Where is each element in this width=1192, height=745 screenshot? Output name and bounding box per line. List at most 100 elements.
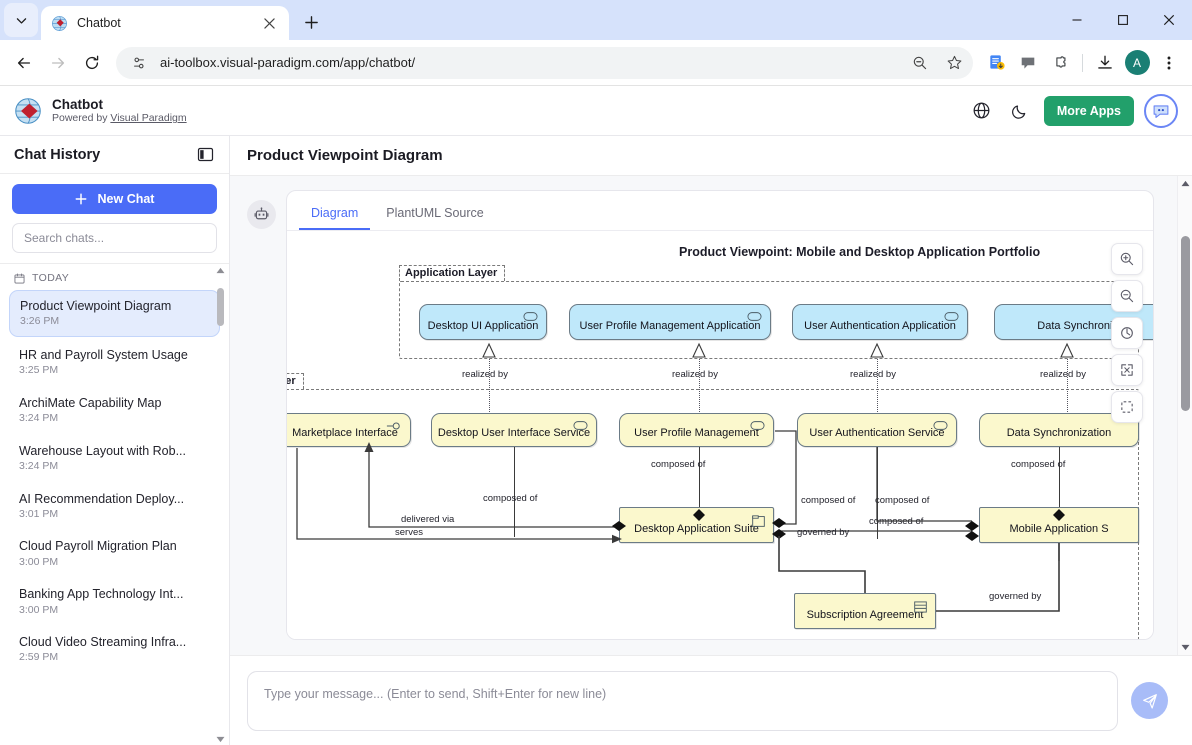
address-bar[interactable]: ai-toolbox.visual-paradigm.com/app/chatb… (116, 46, 973, 79)
new-chat-button[interactable]: New Chat (12, 184, 217, 214)
tab-close-icon[interactable] (260, 14, 279, 33)
chat-history-item[interactable]: Warehouse Layout with Rob...3:24 PM (9, 436, 220, 481)
app-node-user-authentication[interactable]: User Authentication Application (792, 304, 968, 340)
sidebar-actions: New Chat (0, 174, 229, 264)
forward-button[interactable] (42, 47, 74, 79)
send-button[interactable] (1131, 682, 1168, 719)
theme-toggle-button[interactable] (1006, 97, 1034, 125)
tab-search-button[interactable] (4, 3, 38, 37)
service-node-label: Marketplace Interface (292, 427, 398, 439)
edge-label-composed-of: composed of (801, 495, 856, 506)
chat-item-time: 3:26 PM (20, 315, 60, 328)
sidebar-scrollbar-thumb[interactable] (217, 288, 224, 326)
browser-tab-strip: Chatbot (0, 0, 1192, 40)
site-settings-icon[interactable] (126, 50, 152, 76)
maximize-icon (1118, 15, 1128, 25)
tab-plantuml-source[interactable]: PlantUML Source (386, 206, 484, 220)
scroll-down-arrow-icon[interactable] (1178, 640, 1192, 655)
chat-item-time: 3:24 PM (19, 459, 59, 472)
chat-bot-avatar-icon[interactable] (1144, 93, 1178, 128)
sidebar-scrollbar[interactable] (214, 264, 226, 745)
edge-label-composed-of: composed of (875, 495, 930, 506)
search-input[interactable] (12, 223, 217, 253)
moon-icon (1011, 104, 1026, 119)
chat-history-item[interactable]: Banking App Technology Int...3:00 PM (9, 579, 220, 624)
edge-label-composed-of: composed of (651, 459, 706, 470)
zoom-out-button[interactable] (1111, 280, 1143, 312)
service-badge-icon (573, 421, 588, 433)
scroll-up-arrow-icon[interactable] (1178, 176, 1192, 191)
realization-line (877, 359, 878, 412)
window-close-button[interactable] (1146, 0, 1192, 40)
reset-zoom-button[interactable] (1111, 317, 1143, 349)
browser-tab[interactable]: Chatbot (41, 6, 289, 40)
zoom-out-icon (1120, 289, 1134, 303)
visual-paradigm-globe-icon (52, 15, 67, 31)
service-node-mobile-application-suite[interactable]: Mobile Application S (979, 507, 1139, 543)
service-node-desktop-application-suite[interactable]: Desktop Application Suite (619, 507, 774, 543)
app-node-user-profile[interactable]: User Profile Management Application (569, 304, 771, 340)
diagram-canvas: Product Viewpoint: Mobile and Desktop Ap… (287, 231, 1153, 639)
chat-item-time: 3:24 PM (19, 412, 59, 425)
chat-history-item[interactable]: Cloud Video Streaming Infra...2:59 PM (9, 627, 220, 672)
service-node-label: Desktop Application Suite (634, 523, 759, 535)
avatar: A (1124, 50, 1150, 75)
product-badge-icon (752, 515, 765, 530)
service-node-marketplace-interface[interactable]: Marketplace Interface (287, 413, 411, 447)
app-brand: Chatbot Powered by Visual Paradigm (52, 97, 187, 125)
profile-button[interactable]: A (1122, 48, 1152, 78)
message-input[interactable] (247, 670, 1118, 731)
chat-history-item[interactable]: AI Recommendation Deploy...3:01 PM (9, 484, 220, 529)
interface-badge-icon (386, 421, 402, 434)
tab-diagram[interactable]: Diagram (299, 199, 371, 230)
chat-item-time: 3:00 PM (19, 603, 59, 616)
back-button[interactable] (8, 47, 40, 79)
diagram-viewport[interactable]: Product Viewpoint: Mobile and Desktop Ap… (287, 231, 1153, 639)
app-node-desktop-ui[interactable]: Desktop UI Application (419, 304, 547, 340)
panel-collapse-icon[interactable] (195, 145, 215, 165)
service-node-desktop-ui-service[interactable]: Desktop User Interface Service (431, 413, 597, 447)
reload-icon (85, 55, 99, 69)
puzzle-extensions-icon[interactable] (1045, 48, 1075, 78)
window-minimize-button[interactable] (1054, 0, 1100, 40)
service-node-user-authentication-service[interactable]: User Authentication Service (797, 413, 957, 447)
comment-extension-icon[interactable] (1013, 48, 1043, 78)
scroll-up-arrow-icon[interactable] (214, 264, 226, 276)
new-tab-button[interactable] (297, 8, 325, 36)
service-node-user-profile-management[interactable]: User Profile Management (619, 413, 774, 447)
assistant-message: Diagram PlantUML Source Product Viewpoin… (230, 190, 1192, 640)
calendar-icon (14, 273, 25, 283)
select-area-button[interactable] (1111, 391, 1143, 423)
conversation-scrollbar[interactable] (1177, 176, 1192, 655)
zoom-out-magnifier-icon[interactable] (907, 50, 933, 76)
chat-item-time: 3:25 PM (19, 364, 59, 377)
reload-button[interactable] (76, 47, 108, 79)
more-apps-button[interactable]: More Apps (1043, 95, 1134, 126)
browser-menu-button[interactable] (1154, 48, 1184, 78)
edge-label-realized-by: realized by (462, 369, 508, 380)
application-component-badge-icon (747, 312, 762, 324)
service-badge-icon (750, 421, 765, 433)
scroll-down-arrow-icon[interactable] (214, 733, 226, 745)
service-node-subscription-agreement[interactable]: Subscription Agreement (794, 593, 936, 629)
download-icon[interactable] (1090, 48, 1120, 78)
language-button[interactable] (968, 97, 996, 125)
lower-layer-label: ayer (287, 373, 304, 389)
edge-label-serves: serves (395, 527, 423, 538)
zoom-in-icon (1120, 252, 1134, 266)
chat-item-title: Cloud Video Streaming Infra... (19, 635, 187, 650)
doc-save-extension-icon[interactable] (981, 48, 1011, 78)
edge-label-governed-by: governed by (797, 527, 850, 538)
zoom-in-button[interactable] (1111, 243, 1143, 275)
conversation-scrollbar-thumb[interactable] (1181, 236, 1190, 411)
window-maximize-button[interactable] (1100, 0, 1146, 40)
bookmark-star-icon[interactable] (941, 50, 967, 76)
visual-paradigm-link[interactable]: Visual Paradigm (110, 112, 187, 125)
chat-history-sidebar: Chat History New Chat TODAY (0, 136, 230, 745)
fit-to-screen-button[interactable] (1111, 354, 1143, 386)
